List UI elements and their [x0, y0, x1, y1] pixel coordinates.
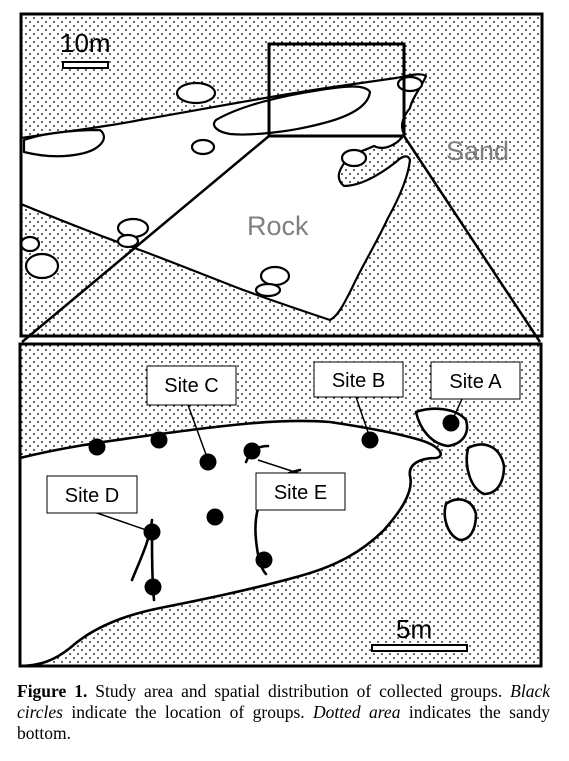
bottom-panel-frame	[18, 342, 543, 668]
top-panel-frame	[19, 12, 544, 338]
site-a-label-box	[430, 361, 521, 400]
group-location-dot	[144, 578, 162, 596]
rock-left-1	[22, 128, 105, 158]
group-location-dot	[88, 438, 106, 456]
scale-bar-10m	[62, 61, 109, 69]
detail-boulder-3	[443, 498, 478, 542]
site-e-label-box	[255, 472, 346, 511]
site-b-label-box	[313, 361, 404, 398]
boulder-6	[21, 235, 41, 253]
boulder-4	[116, 233, 140, 249]
site-a-label: Site A	[449, 371, 502, 393]
caption-text-3: indicates the sandy bottom.	[17, 702, 550, 743]
site-c-label: Site C	[164, 375, 218, 397]
leader-site-b	[355, 396, 371, 439]
boulder-3	[116, 217, 150, 239]
boulder-10	[396, 75, 424, 93]
scale-bar-5m	[371, 644, 468, 652]
site-e-label: Site E	[274, 482, 327, 504]
boulder-2	[190, 138, 216, 156]
site-b-label: Site B	[332, 370, 385, 392]
zoom-connector-left	[21, 135, 270, 343]
group-location-dot	[199, 453, 217, 471]
sand-label: Sand	[446, 136, 509, 166]
group-location-dot	[206, 508, 224, 526]
zoom-region-box	[267, 42, 406, 138]
figure-caption: Figure 1. Study area and spatial distrib…	[17, 681, 550, 744]
group-location-dot	[361, 431, 379, 449]
site-c-label-box	[146, 365, 237, 406]
boulder-7	[259, 265, 291, 287]
group-location-dot	[243, 442, 261, 460]
leader-site-c	[187, 404, 209, 461]
site-d-label-box	[46, 475, 138, 514]
group-location-dot	[143, 523, 161, 541]
inner-rock-ledge	[212, 85, 372, 136]
boulder-1	[175, 81, 217, 105]
caption-text-2: indicate the location of groups.	[63, 702, 314, 722]
scale-label-5m: 5m	[396, 614, 432, 644]
group-location-dot	[255, 551, 273, 569]
caption-text-1: Study area and spatial distribution of c…	[87, 681, 511, 701]
figure-label: Figure 1.	[17, 681, 88, 701]
overview-map-panel: 10m Sand Rock	[19, 12, 544, 338]
site-d-label: Site D	[65, 485, 119, 507]
caption-italic-dotted-area: Dotted area	[313, 702, 401, 722]
boulder-8	[254, 282, 282, 298]
boulder-5	[24, 252, 60, 280]
scale-label-10m: 10m	[60, 28, 111, 58]
detail-map-panel: Site C Site B Site A Site E Site D 5m	[18, 342, 543, 668]
study-area-figure: 10m Sand Rock	[18, 12, 544, 668]
caption-italic-black-circles: Black circles	[17, 681, 550, 722]
group-location-dot	[150, 431, 168, 449]
leader-site-d	[93, 511, 153, 533]
rock-label: Rock	[247, 211, 309, 241]
detail-boulder-2	[465, 443, 506, 496]
boulder-9	[340, 148, 368, 168]
group-location-dot	[442, 414, 460, 432]
zoom-connector-right	[402, 135, 542, 343]
